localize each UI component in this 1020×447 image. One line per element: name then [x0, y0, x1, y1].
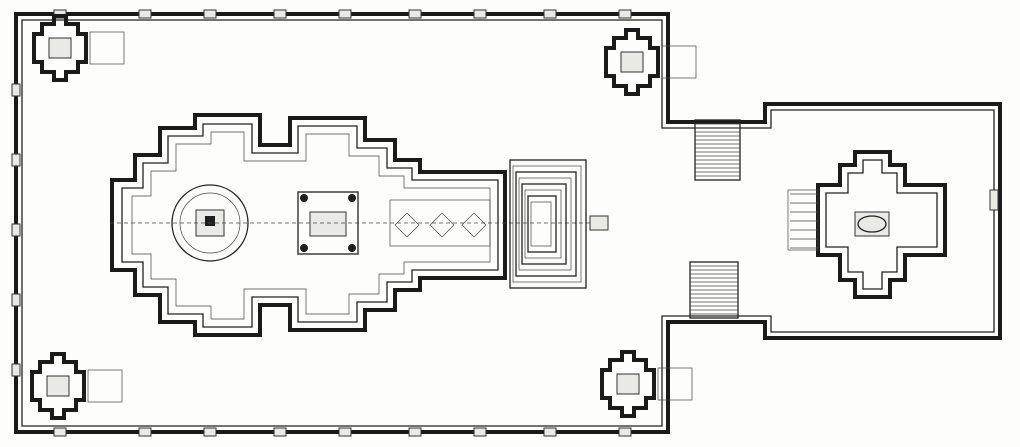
corner-shrine-wall [604, 28, 660, 96]
main-temple [110, 113, 609, 337]
corner-shrine-cella [48, 37, 72, 59]
wall-post [203, 9, 217, 19]
corner-shrine-cella [616, 373, 640, 395]
main-temple-front-steps [509, 159, 587, 289]
corner-shrine-wall [30, 352, 86, 420]
terrace-step [521, 183, 567, 265]
terrace-step [527, 195, 557, 253]
corner-shrine-wall [600, 350, 656, 418]
corner-shrine-porch [87, 369, 123, 403]
wall-post [618, 9, 632, 19]
wall-post [543, 9, 557, 19]
terrace-step [530, 201, 552, 247]
corner-shrines [30, 14, 697, 420]
terrace-step [515, 171, 577, 277]
wall-post [273, 427, 287, 437]
corner-shrine-cella [620, 51, 644, 73]
corner-shrine-cella [46, 375, 70, 397]
wall-post [138, 9, 152, 19]
wall-post [408, 427, 422, 437]
corner-shrine [604, 28, 697, 96]
terrace-step [518, 177, 572, 271]
east-shrine [787, 150, 999, 299]
wall-post [203, 427, 217, 437]
corner-shrine-wall [32, 14, 88, 82]
corner-shrine-porch [661, 45, 697, 79]
stairways [689, 119, 741, 319]
corner-shrine-porch [657, 367, 693, 401]
wall-post [408, 9, 422, 19]
wall-post [989, 189, 999, 211]
wall-post [11, 293, 21, 307]
shrine-stair [787, 189, 819, 251]
wall-post [618, 427, 632, 437]
wall-post [11, 153, 21, 167]
wall-post [273, 9, 287, 19]
wall-post [11, 83, 21, 97]
wall-post [138, 427, 152, 437]
outer-enclosure [11, 9, 1002, 437]
corner-shrine [32, 14, 125, 82]
terrace-step [524, 189, 562, 259]
stairway [694, 119, 741, 181]
wall-post [11, 363, 21, 377]
terrace-step [509, 159, 587, 289]
corner-shrine [600, 350, 693, 418]
wall-post [473, 427, 487, 437]
corner-shrine [30, 352, 123, 420]
wall-post [543, 427, 557, 437]
wall-post [53, 427, 67, 437]
corner-shrine-porch [89, 31, 125, 65]
wall-post [473, 9, 487, 19]
wall-post [338, 427, 352, 437]
wall-post [338, 9, 352, 19]
wall-post [11, 223, 21, 237]
terrace-step [512, 165, 582, 283]
